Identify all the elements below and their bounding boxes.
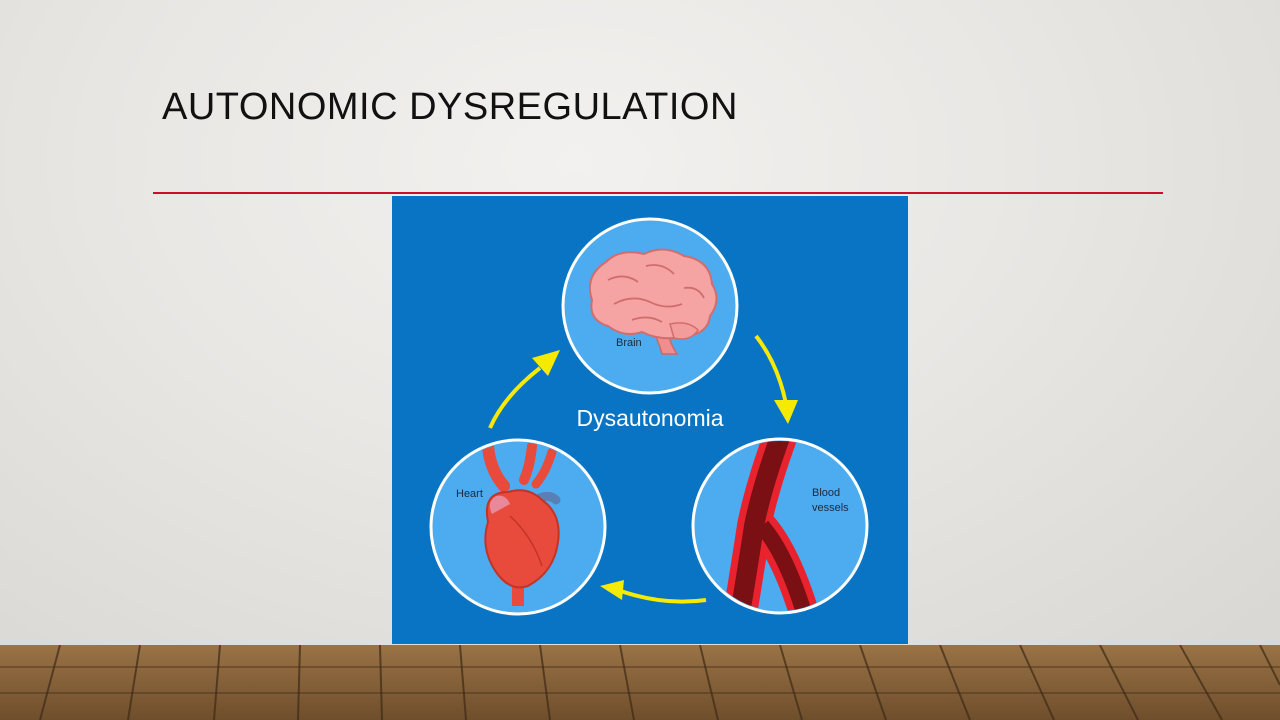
arrow-heart-to-brain (488, 350, 560, 429)
heart-icon (482, 442, 561, 606)
title-underline (153, 192, 1163, 194)
heart-label: Heart (456, 488, 483, 500)
vessels-label-line2: vessels (812, 502, 849, 514)
brain-label: Brain (616, 337, 642, 349)
arrow-vessels-to-heart (600, 580, 707, 604)
vessels-label-line1: Blood (812, 487, 840, 499)
wood-floor (0, 645, 1280, 720)
heart-node: Heart (429, 438, 607, 616)
arrow-brain-to-vessels (754, 334, 798, 424)
brain-node: Brain (561, 217, 739, 395)
brain-icon (588, 248, 718, 355)
dysautonomia-diagram: Brain Heart Blood vessels Dysautonomia (392, 196, 908, 644)
blood-vessels-node: Blood vessels (691, 437, 869, 615)
blood-vessels-icon (721, 441, 823, 611)
slide-title: AUTONOMIC DYSREGULATION (162, 86, 738, 128)
center-label: Dysautonomia (576, 405, 723, 431)
